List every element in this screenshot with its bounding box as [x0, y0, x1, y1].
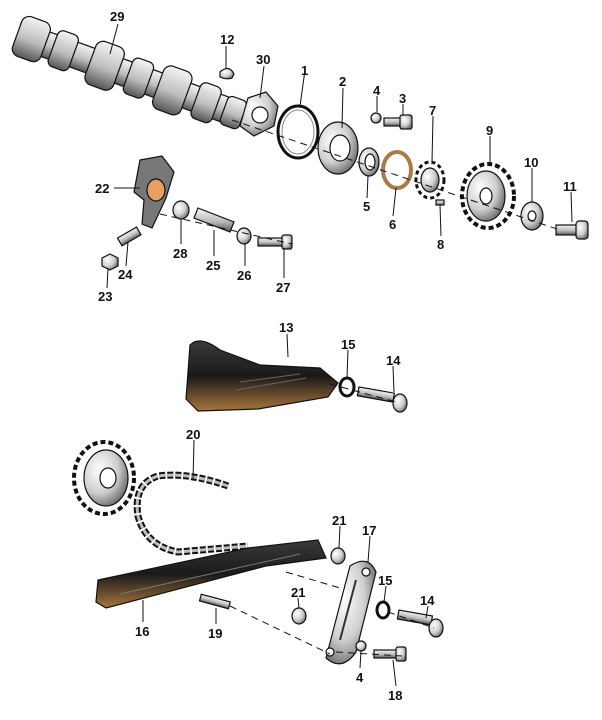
sprocket-7	[414, 160, 446, 200]
label-14-lower: 14	[420, 593, 435, 608]
label-21-lower: 21	[291, 585, 305, 600]
label-18: 18	[388, 688, 402, 703]
bearing-housing-2	[317, 121, 359, 175]
label-9: 9	[486, 123, 493, 138]
nut-23	[101, 253, 119, 271]
label-6: 6	[389, 217, 396, 232]
label-10: 10	[524, 155, 538, 170]
washer-4	[370, 112, 382, 124]
guide-rail-16	[95, 539, 327, 609]
label-22: 22	[95, 181, 109, 196]
label-23: 23	[98, 289, 112, 304]
woodruff-key-12	[219, 67, 235, 80]
label-28: 28	[173, 246, 187, 261]
timing-chain-20	[133, 471, 249, 556]
adjusting-screw-24	[116, 226, 142, 247]
pivot-bolt-14-lower	[396, 609, 444, 638]
label-29: 29	[110, 9, 124, 24]
label-20: 20	[186, 427, 200, 442]
crank-sprocket	[72, 440, 136, 516]
label-15-upper: 15	[341, 337, 355, 352]
label-14-upper: 14	[386, 353, 401, 368]
washer-15-lower	[375, 600, 391, 620]
bolt-3	[383, 114, 413, 130]
label-4-lower: 4	[356, 670, 364, 685]
pin-8	[435, 199, 445, 206]
washer-26	[236, 227, 252, 245]
label-27: 27	[276, 280, 290, 295]
label-2: 2	[339, 74, 346, 89]
label-30: 30	[256, 52, 270, 67]
bushing-28	[172, 200, 190, 220]
label-15-lower: 15	[378, 573, 392, 588]
bushing-21-lower	[291, 607, 307, 625]
label-25: 25	[206, 258, 220, 273]
pin-19	[198, 593, 232, 610]
rocker-shaft-25	[193, 207, 235, 233]
label-5: 5	[363, 199, 370, 214]
camshaft-29	[11, 15, 248, 130]
bushing-21-upper	[330, 547, 346, 565]
label-3: 3	[399, 91, 406, 106]
label-13: 13	[279, 320, 293, 335]
label-24: 24	[118, 267, 133, 282]
bolt-27	[257, 234, 293, 250]
o-ring-1	[276, 104, 320, 160]
tensioner-rail-13	[185, 340, 339, 412]
label-1: 1	[301, 63, 308, 78]
label-4-upper: 4	[373, 83, 381, 98]
label-19: 19	[208, 626, 222, 641]
label-16: 16	[135, 624, 149, 639]
bolt-18	[373, 646, 407, 662]
pivot-bolt-14-upper	[356, 386, 408, 413]
label-7: 7	[429, 103, 436, 118]
label-11: 11	[563, 179, 577, 194]
label-21-upper: 21	[332, 513, 346, 528]
label-12: 12	[220, 32, 234, 47]
assembly-lines	[159, 119, 561, 657]
bolt-11	[555, 220, 589, 240]
callout-labels: 29 12 30 1 2 4 3 7 9 10 11 5 6 8 22 28 2…	[95, 9, 577, 703]
label-26: 26	[237, 268, 251, 283]
label-8: 8	[437, 237, 444, 252]
label-17: 17	[362, 523, 376, 538]
leader-lines	[106, 23, 573, 687]
sprocket-9	[460, 162, 516, 230]
washer-4-lower	[355, 640, 367, 652]
rocker-arm-22	[133, 155, 175, 229]
bracket-17	[325, 560, 377, 665]
shim-6	[381, 150, 413, 190]
